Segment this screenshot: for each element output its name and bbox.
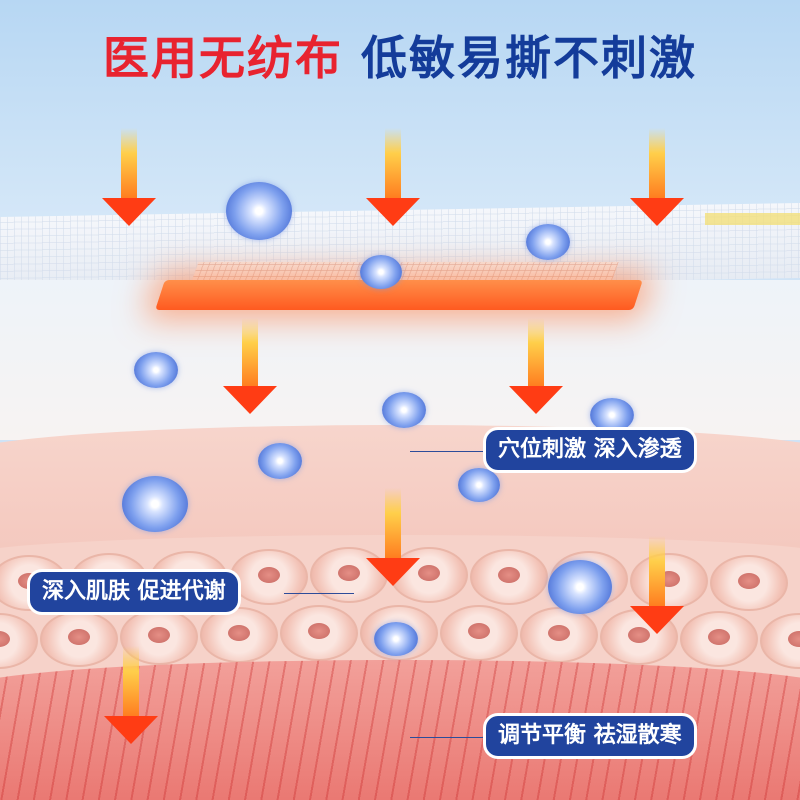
bubble-icon: [122, 476, 188, 532]
skin-cell: [760, 613, 800, 669]
heat-arrow-icon: [509, 318, 563, 416]
bubble-icon: [374, 622, 418, 656]
skin-cell: [630, 553, 708, 609]
skin-cell: [40, 611, 118, 667]
bubble-icon: [526, 224, 570, 260]
skin-cell: [230, 549, 308, 605]
heat-arrow-icon: [223, 318, 277, 416]
bubble-icon: [382, 392, 426, 428]
callout-leader-line: [410, 737, 490, 738]
callout-acupoint-stimulation: 穴位刺激 深入渗透: [486, 430, 694, 470]
heat-arrow-icon: [366, 488, 420, 588]
page-title: 医用无纺布低敏易撕不刺激: [0, 22, 800, 88]
skin-cell: [440, 605, 518, 661]
callout-deep-skin: 深入肌肤 促进代谢: [30, 572, 238, 612]
bubble-icon: [134, 352, 178, 388]
bubble-icon: [590, 398, 634, 432]
bubble-icon: [258, 443, 302, 479]
title-red-part: 医用无纺布: [103, 31, 343, 85]
heat-arrow-icon: [366, 128, 420, 226]
skin-cell: [710, 555, 788, 611]
title-blue-part: 低敏易撕不刺激: [361, 31, 697, 85]
patch-yellow-edge: [705, 213, 800, 225]
bubble-icon: [548, 560, 612, 614]
heat-arrow-icon: [630, 536, 684, 636]
heat-arrow-icon: [630, 128, 684, 226]
bubble-icon: [226, 182, 292, 240]
skin-cell: [0, 613, 38, 669]
bubble-icon: [458, 468, 500, 502]
skin-cell: [200, 607, 278, 663]
callout-balance: 调节平衡 祛湿散寒: [486, 716, 694, 756]
skin-cell: [520, 607, 598, 663]
skin-cell: [470, 549, 548, 605]
callout-leader-line: [410, 451, 490, 452]
heat-plate: [155, 280, 643, 310]
skin-cell: [680, 611, 758, 667]
heat-arrow-icon: [102, 128, 156, 226]
skin-cell: [280, 605, 358, 661]
bubble-icon: [360, 255, 402, 289]
callout-leader-line: [284, 593, 354, 594]
plate-mesh: [191, 262, 619, 282]
heat-arrow-icon: [104, 646, 158, 746]
